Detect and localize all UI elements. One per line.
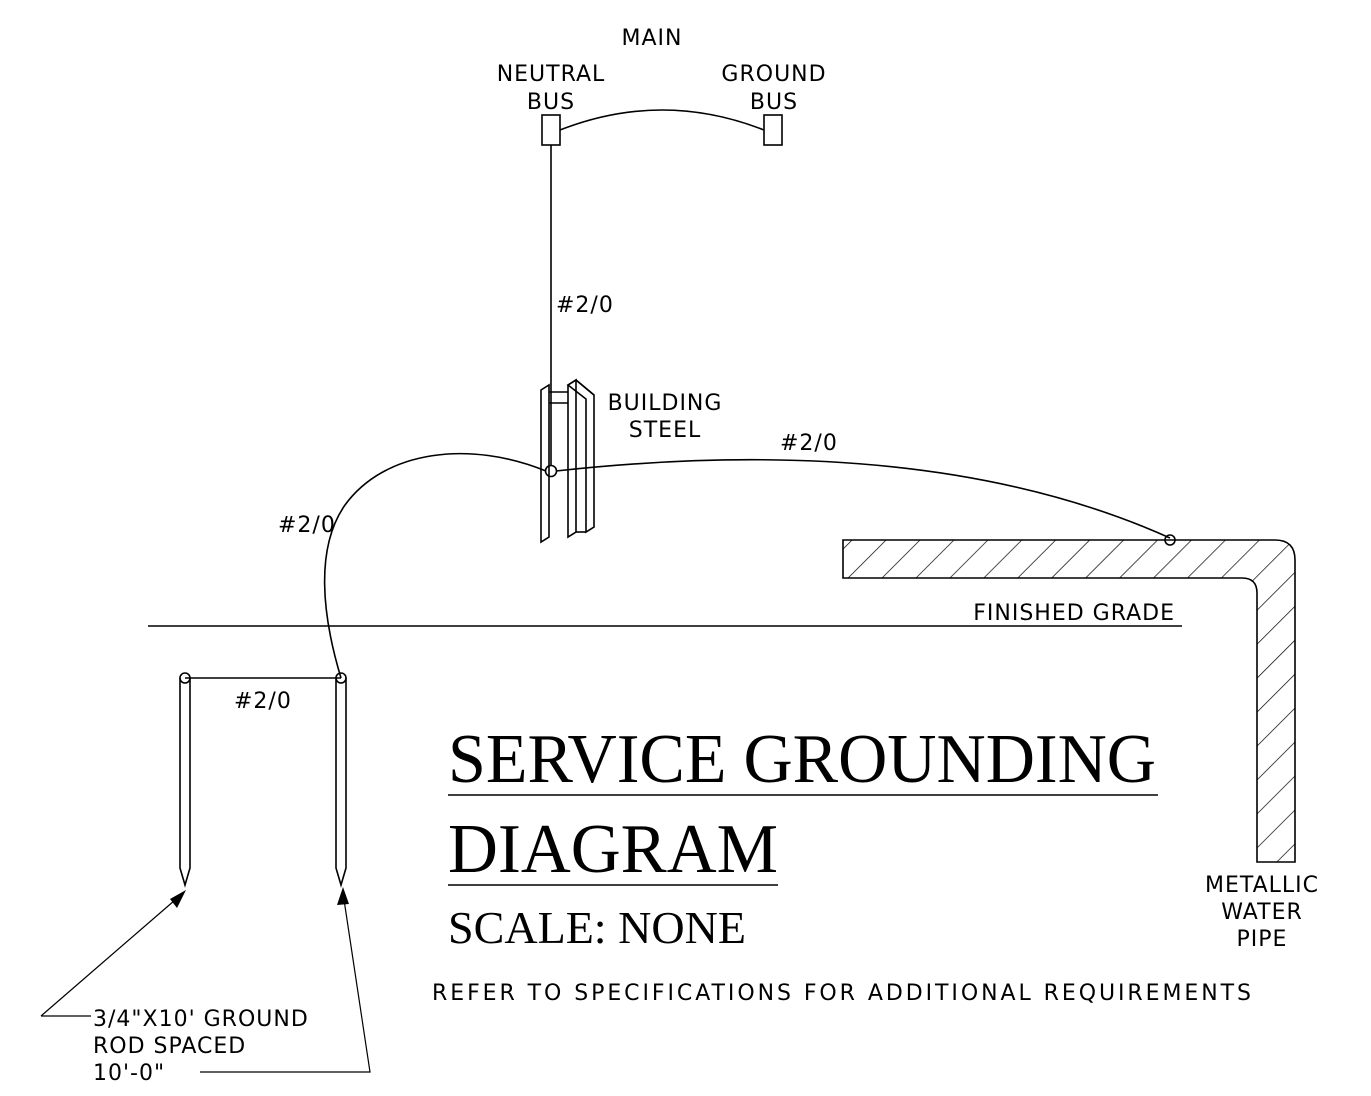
ground-rod-note-2: ROD SPACED [93,1034,246,1059]
steel-to-ground-rod-conductor [323,452,547,679]
bonding-jumper [559,109,765,131]
ground-bus-label-1: GROUND [721,62,826,87]
finished-grade-label: FINISHED GRADE [973,601,1175,626]
building-steel-label-2: STEEL [629,418,701,443]
water-pipe-label-1: METALLIC [1205,873,1319,898]
wire-size-to-water-pipe: #2/0 [780,431,838,456]
metallic-water-pipe [842,539,1296,863]
ground-bus-label-2: BUS [750,90,798,115]
specifications-note: REFER TO SPECIFICATIONS FOR ADDITIONAL R… [432,981,1252,1006]
scale-label: SCALE: NONE [448,902,746,953]
neutral-bus-label-2: BUS [527,90,575,115]
ground-rod-note-1: 3/4"X10' GROUND [93,1007,309,1032]
title-line-1: SERVICE GROUNDING [448,721,1156,798]
water-pipe-label-2: WATER [1221,900,1303,925]
neutral-bus [541,114,561,146]
wire-size-to-ground-rod: #2/0 [278,513,336,538]
neutral-bus-label-1: NEUTRAL [497,62,606,87]
ground-rod-note-3: 10'-0" [93,1061,165,1086]
ground-rod-leader [40,887,371,1073]
water-pipe-label-3: PIPE [1237,927,1288,952]
building-steel-label-1: BUILDING [608,391,723,416]
steel-to-water-pipe-conductor [555,458,1171,539]
building-steel-beam [540,378,595,544]
ground-rod-right [335,672,347,888]
wire-size-between-rods: #2/0 [234,689,292,714]
ground-rod-left [179,672,191,888]
main-label: MAIN [622,26,683,51]
wire-size-vertical: #2/0 [556,293,614,318]
title-line-2: DIAGRAM [448,811,778,888]
steel-connection-point [544,464,558,478]
ground-bus [763,114,783,146]
